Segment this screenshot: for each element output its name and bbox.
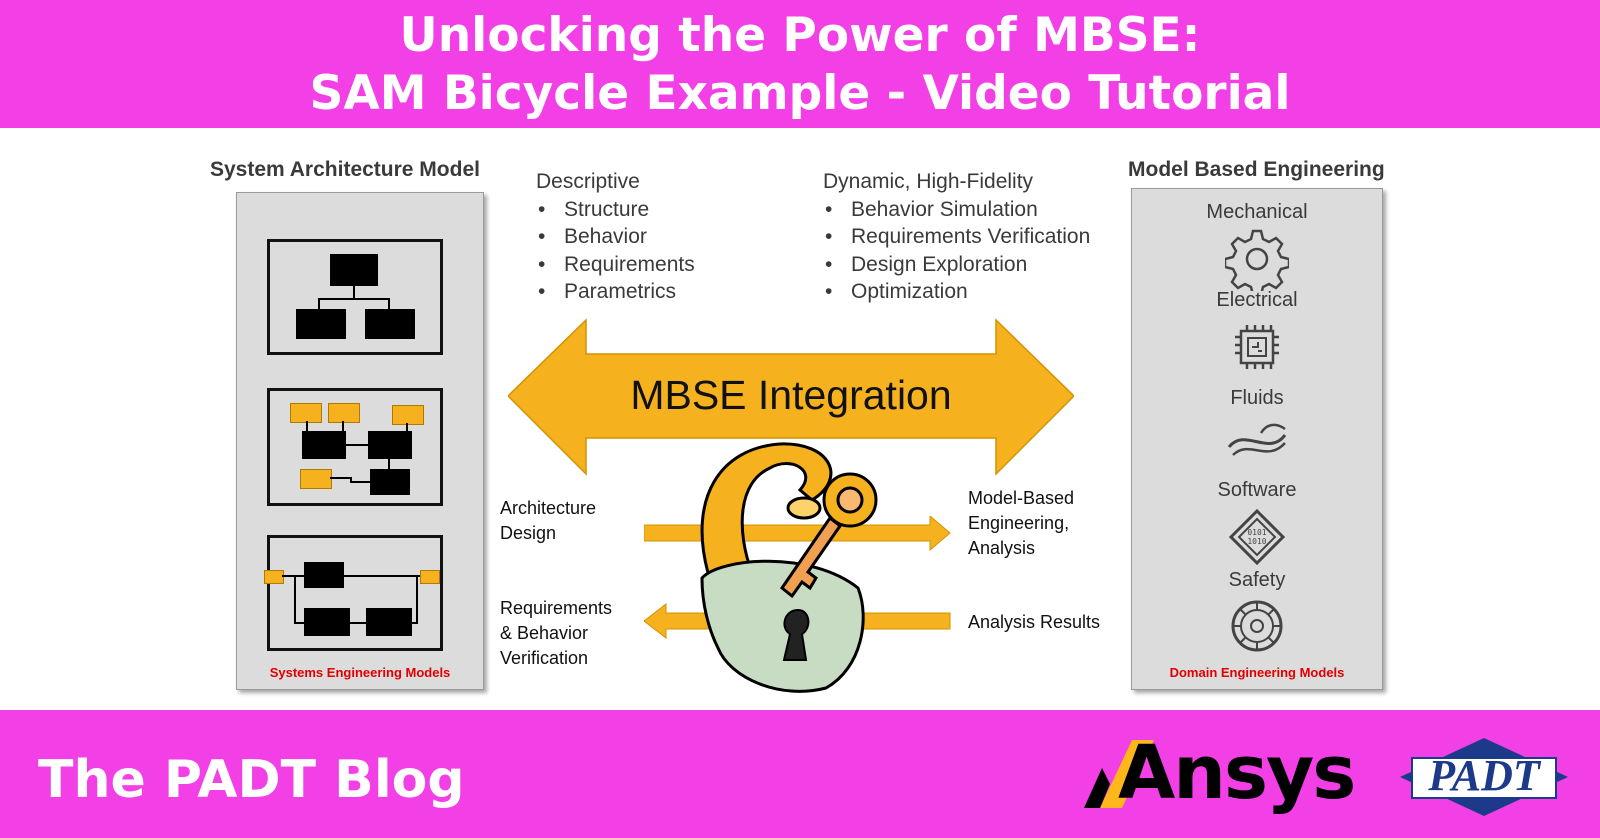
svg-text:1010: 1010 <box>1247 537 1266 546</box>
architecture-design-label: Architecture Design <box>500 498 597 543</box>
list-item: Behavior <box>536 223 695 251</box>
list-item: Requirements <box>536 251 695 279</box>
padlock-key-icon <box>700 442 878 693</box>
analysis-results-label: Analysis Results <box>968 612 1101 632</box>
ansys-logo-mark <box>1084 740 1154 808</box>
padt-logo <box>1400 738 1568 816</box>
dynamic-list: Dynamic, High-Fidelity Behavior Simulati… <box>823 168 1090 306</box>
ansys-logo-text: Ansys <box>1118 730 1356 816</box>
requirements-verification-label: Requirements & Behavior Verification <box>500 598 613 668</box>
mbse-integration-label: MBSE Integration <box>630 372 952 418</box>
page-title-line2: SAM Bicycle Example - Video Tutorial <box>309 66 1291 121</box>
blog-title: The PADT Blog <box>38 750 465 810</box>
model-based-engineering-title: Model Based Engineering <box>1128 158 1385 181</box>
list-item: Structure <box>536 196 695 224</box>
domain-engineering-caption: Domain Engineering Models <box>1169 665 1345 680</box>
domain-engineering-panel: Mechanical Electrical Fluids Software 01… <box>1131 188 1383 690</box>
systems-engineering-panel: Systems Engineering Models <box>236 192 484 690</box>
activity-model-diagram <box>264 535 443 651</box>
internal-block-model-diagram <box>267 388 443 506</box>
list-item: Design Exploration <box>823 251 1090 279</box>
system-architecture-title: System Architecture Model <box>210 158 480 181</box>
fluid-wave-icon <box>1227 423 1287 456</box>
domain-label-electrical: Electrical <box>1216 289 1298 311</box>
gear-icon <box>1225 229 1289 291</box>
hierarchy-root-block <box>330 254 378 286</box>
domain-label-fluids: Fluids <box>1230 387 1284 409</box>
descriptive-heading: Descriptive <box>536 170 640 193</box>
systems-engineering-caption: Systems Engineering Models <box>269 665 451 680</box>
safety-shield-icon <box>1231 600 1283 652</box>
header-banner: Unlocking the Power of MBSE: SAM Bicycle… <box>0 0 1600 128</box>
hierarchy-model-diagram <box>267 239 443 355</box>
mbse-integration-arrow <box>508 318 1074 476</box>
hierarchy-child-block <box>296 309 346 339</box>
domain-label-software: Software <box>1217 479 1297 501</box>
dynamic-heading: Dynamic, High-Fidelity <box>823 170 1034 193</box>
list-item: Optimization <box>823 278 1090 306</box>
chip-icon <box>1235 325 1279 369</box>
page-title-line1: Unlocking the Power of MBSE: <box>399 8 1201 63</box>
footer-banner: The PADT Blog Ansys PADT <box>0 710 1600 838</box>
binary-code-icon: 0101 1010 <box>1228 509 1286 565</box>
padt-logo-text: PADT <box>1428 751 1540 800</box>
domain-label-mechanical: Mechanical <box>1206 201 1308 223</box>
descriptive-list: Descriptive Structure Behavior Requireme… <box>536 168 695 306</box>
list-item: Parametrics <box>536 278 695 306</box>
svg-text:0101: 0101 <box>1247 528 1266 537</box>
list-item: Requirements Verification <box>823 223 1090 251</box>
hierarchy-child-block <box>365 309 415 339</box>
list-item: Behavior Simulation <box>823 196 1090 224</box>
domain-label-safety: Safety <box>1228 569 1286 591</box>
model-based-engineering-label: Model-Based Engineering, Analysis <box>968 488 1075 558</box>
ansys-logo: Ansys <box>1080 730 1380 816</box>
